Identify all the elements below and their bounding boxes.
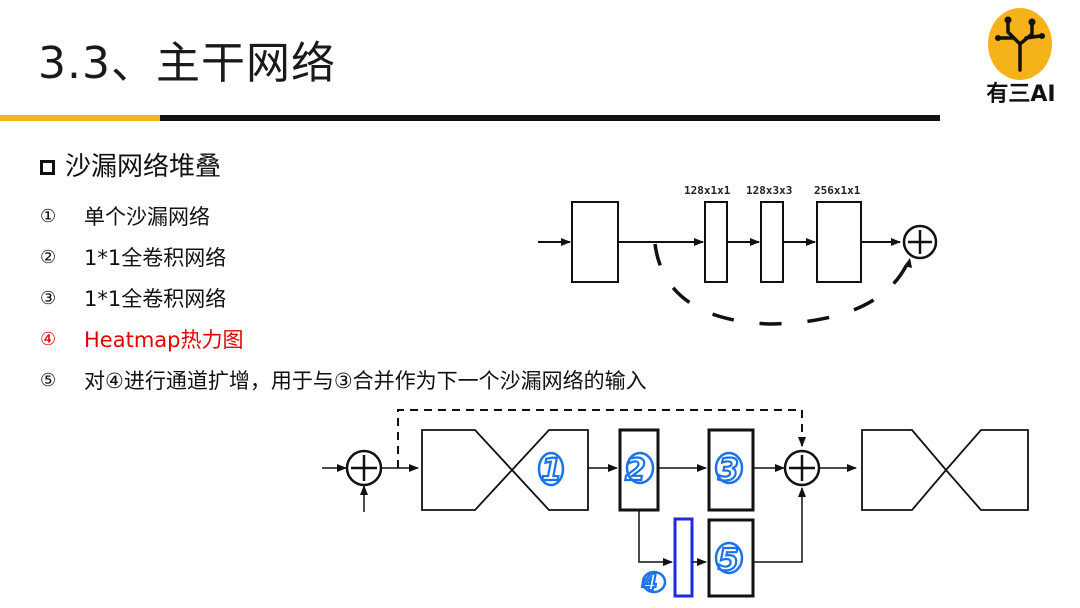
item-text: 单个沙漏网络 [84, 204, 210, 229]
annotation-3: 3 [718, 453, 739, 488]
list-item: ① 单个沙漏网络 [40, 196, 647, 237]
heatmap-branch-arrow [638, 510, 673, 566]
conv-128x3x3-block [760, 201, 784, 283]
brand-logo: 有三AI [982, 8, 1058, 108]
label-conv3: 256x1x1 [814, 184, 861, 197]
logo-emblem [988, 8, 1052, 80]
item-number: ⑤ [40, 369, 57, 391]
item-number: ④ [40, 328, 57, 350]
annotation-2: 2 [625, 453, 646, 488]
heatmap-block [673, 517, 694, 598]
annotation-5: 5 [718, 543, 739, 578]
title-underline [160, 115, 940, 121]
logo-text: 有三AI [986, 82, 1056, 107]
label-conv1: 128x1x1 [684, 184, 731, 197]
annotation-circle-5 [714, 541, 744, 575]
annotation-circle-1 [537, 451, 565, 487]
list-item: ③ 1*1全卷积网络 [40, 278, 647, 319]
item-text: 1*1全卷积网络 [84, 286, 227, 311]
section-heading: 沙漏网络堆叠 [40, 150, 221, 184]
skip-connection-dashed [397, 409, 806, 468]
item-text: 1*1全卷积网络 [84, 245, 227, 270]
annotation-circle-3 [714, 451, 744, 485]
item-text: Heatmap热力图 [84, 327, 244, 352]
checkbox-square-icon [40, 159, 55, 175]
hourglass-module-2 [861, 429, 1029, 511]
list-item-highlighted: ④ Heatmap热力图 [40, 319, 647, 360]
page-title: 3.3、主干网络 [38, 38, 336, 89]
item-number: ② [40, 246, 57, 268]
annotation-circle-2 [625, 451, 655, 485]
title-underline-accent [0, 115, 160, 121]
list-item: ② 1*1全卷积网络 [40, 237, 647, 278]
logo-circuit-icon [995, 16, 1045, 72]
hourglass-module-1 [421, 429, 589, 511]
remap-merge-arrow [753, 487, 806, 563]
merge-sum-plus-icon [783, 449, 821, 487]
item-text: 对④进行通道扩增，用于与③合并作为下一个沙漏网络的输入 [84, 368, 647, 393]
annotation-4: 4 [641, 571, 657, 596]
annotation-1: 1 [541, 453, 562, 488]
annotation-circle-4 [641, 570, 667, 594]
conv-block-3 [707, 428, 755, 512]
item-list: ① 单个沙漏网络 ② 1*1全卷积网络 ③ 1*1全卷积网络 ④ Heatmap… [40, 196, 647, 401]
list-item: ⑤ 对④进行通道扩增，用于与③合并作为下一个沙漏网络的输入 [40, 360, 647, 401]
skip-arrow-head [904, 258, 912, 268]
conv-block-5 [707, 518, 755, 598]
residual-sum-plus-icon [902, 224, 938, 260]
item-number: ① [40, 205, 57, 227]
conv-block-2 [618, 428, 660, 512]
conv-256x1x1-block [816, 201, 862, 283]
skip-connection-dashed [653, 243, 910, 326]
input-sum-plus-icon [345, 449, 383, 487]
section-heading-text: 沙漏网络堆叠 [65, 152, 222, 182]
item-number: ③ [40, 287, 57, 309]
conv-128x1x1-block [704, 201, 728, 283]
label-conv2: 128x3x3 [746, 184, 792, 197]
